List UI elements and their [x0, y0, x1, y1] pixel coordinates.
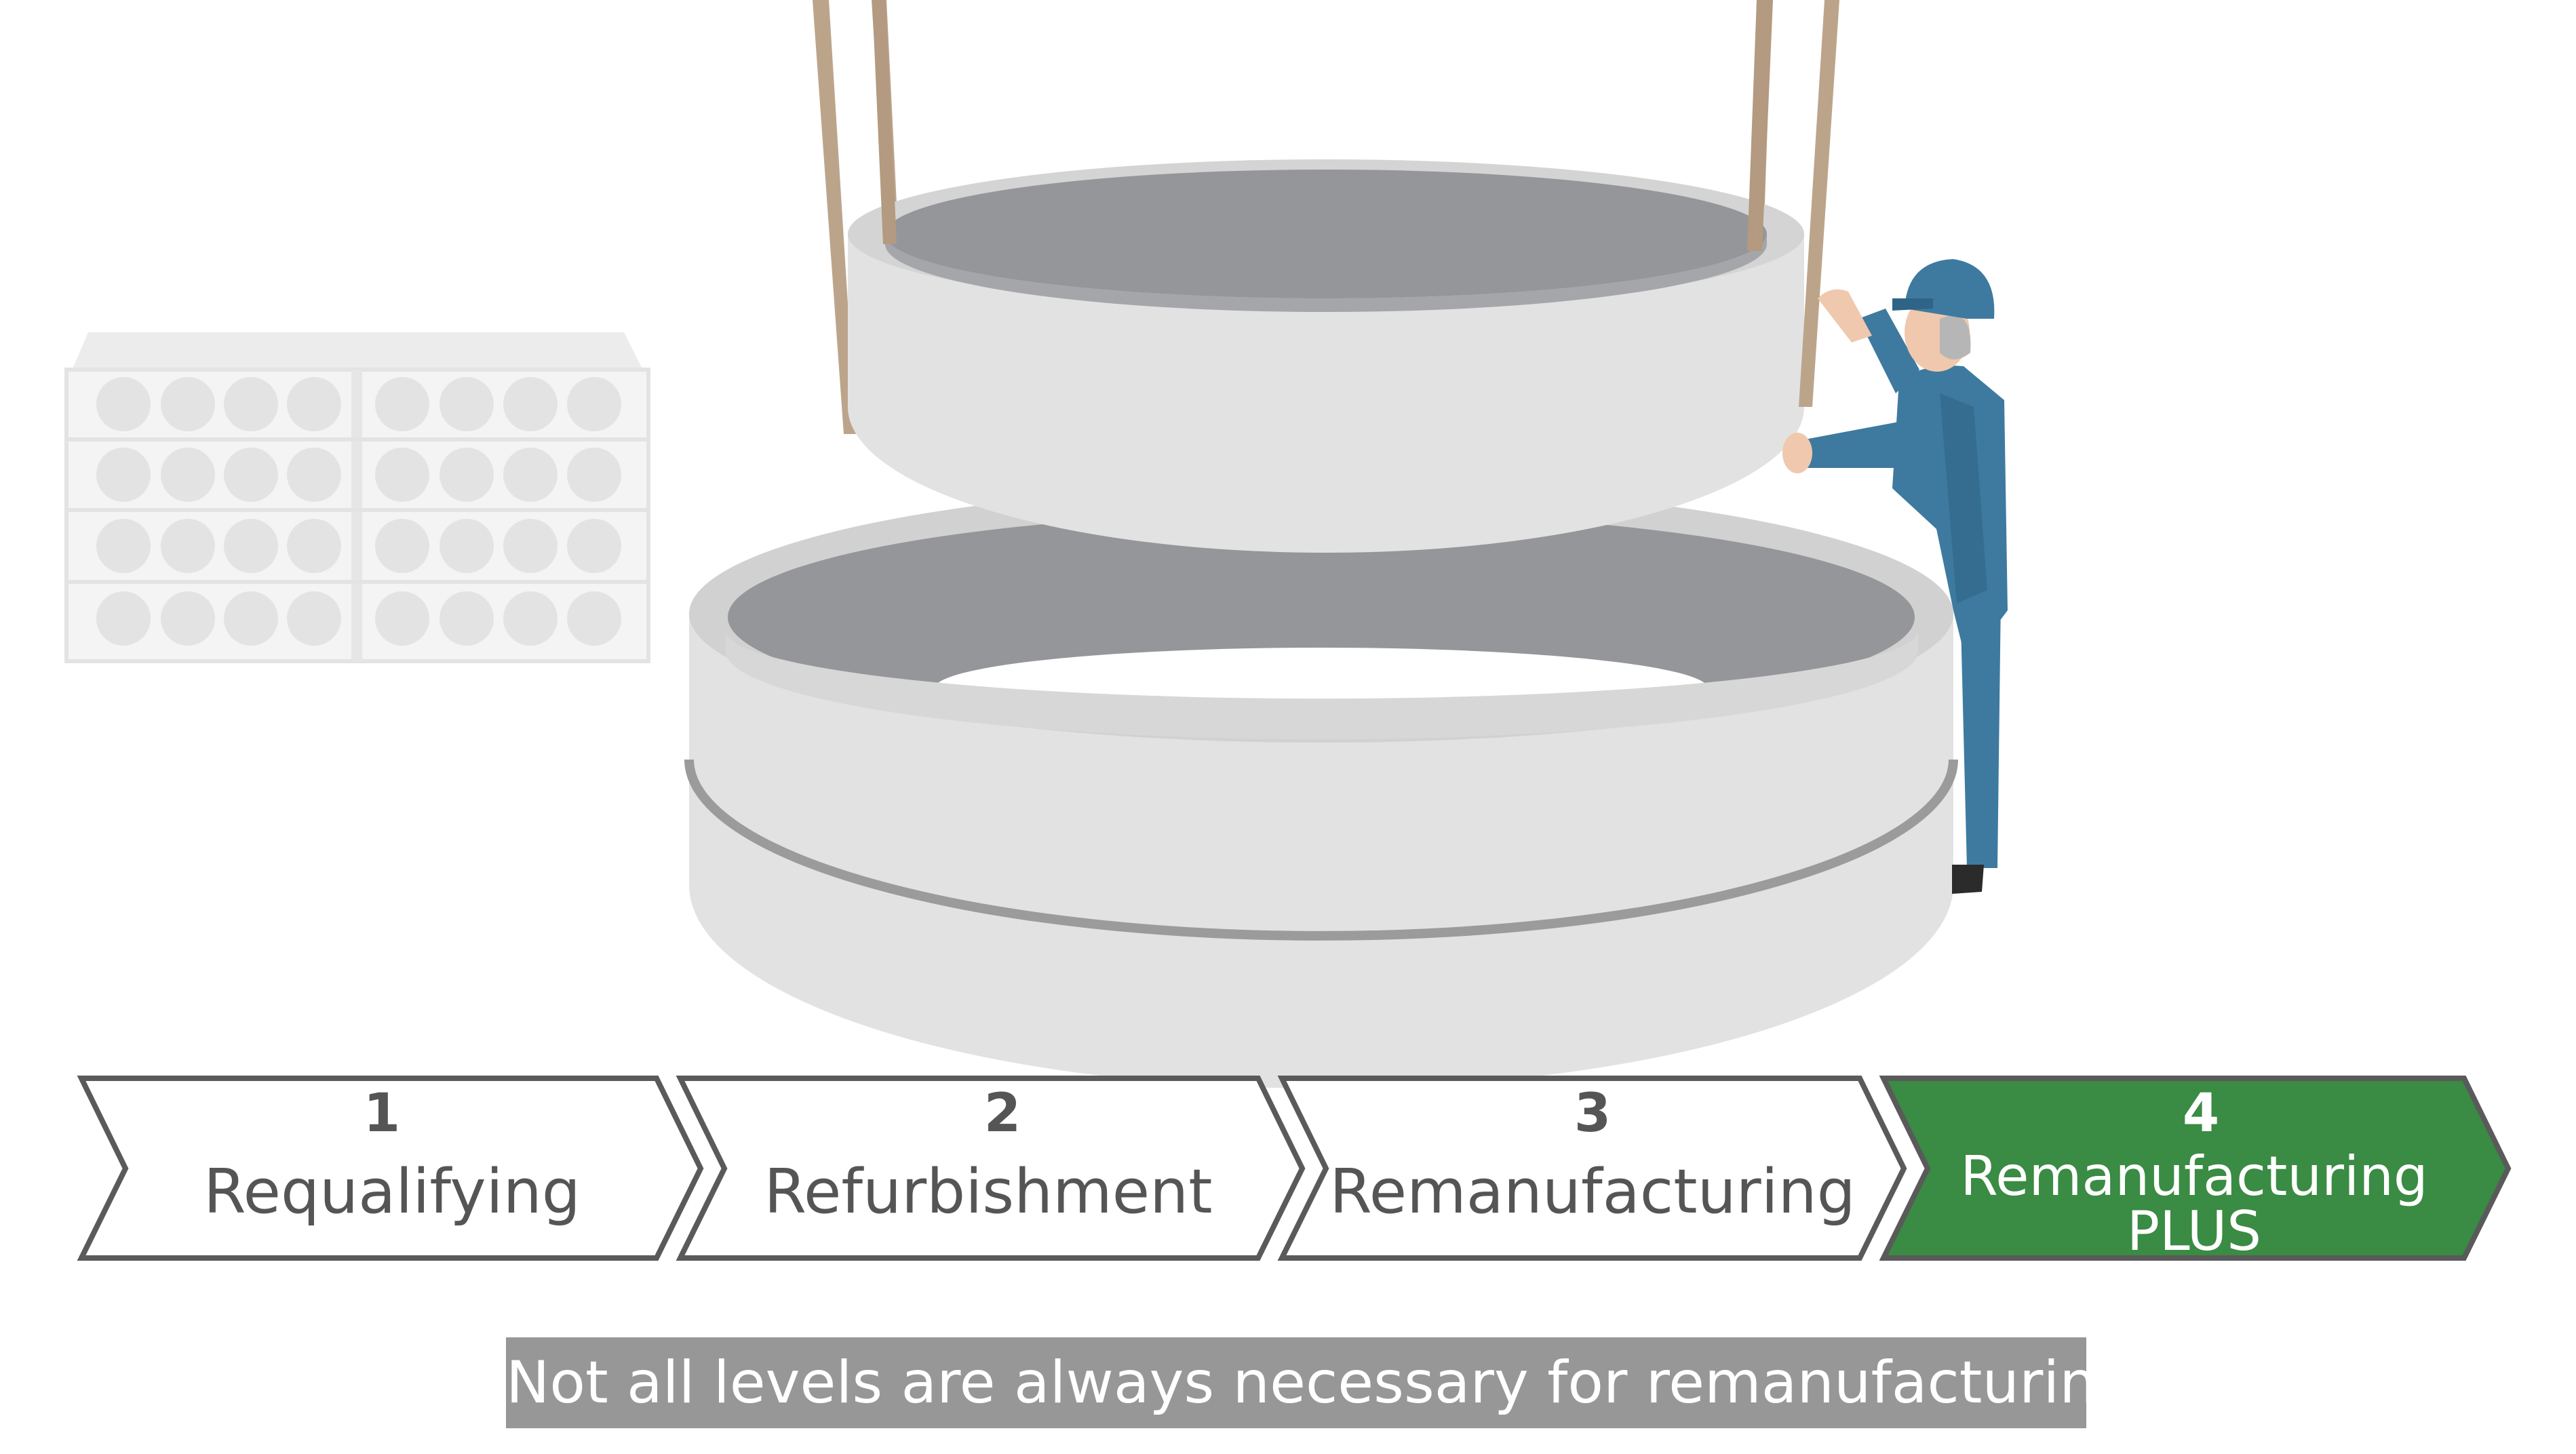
step-1[interactable]: 1 Requalifying	[77, 1076, 704, 1261]
worker-illustration	[1782, 259, 2008, 894]
bottom-ring-illustration	[684, 485, 1958, 1088]
steps-ribbon: 1 Requalifying 2 Refurbishment 3 Remanuf…	[77, 1076, 2512, 1263]
step-4[interactable]: 4 Remanufacturing PLUS	[1879, 1076, 2512, 1263]
step-4-label-line1: Remanufacturing	[1960, 1145, 2427, 1208]
step-4-label-line2: PLUS	[2127, 1200, 2261, 1263]
step-4-number: 4	[2183, 1083, 2219, 1144]
subtitle-caption: Not all levels are always necessary for …	[506, 1337, 2152, 1428]
step-1-label: Requalifying	[203, 1156, 581, 1227]
step-2-label: Refurbishment	[764, 1156, 1212, 1227]
step-3[interactable]: 3 Remanufacturing	[1277, 1076, 1907, 1261]
crane-slings-front	[872, 0, 1839, 407]
top-ring-illustration	[848, 159, 1804, 553]
step-1-number: 1	[364, 1083, 400, 1144]
step-3-label: Remanufacturing	[1329, 1156, 1856, 1227]
storage-rack-illustration	[64, 332, 650, 663]
step-3-number: 3	[1574, 1083, 1611, 1144]
step-2-number: 2	[984, 1083, 1021, 1144]
step-2[interactable]: 2 Refurbishment	[676, 1076, 1306, 1261]
